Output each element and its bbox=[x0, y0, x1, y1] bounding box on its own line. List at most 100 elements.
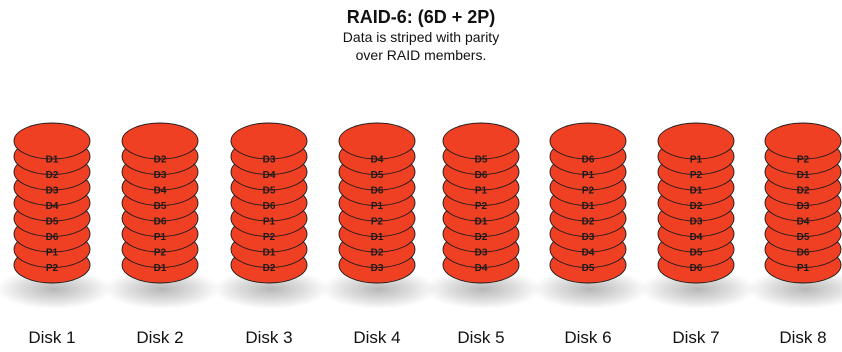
block-label: D3 bbox=[690, 217, 703, 228]
block-label: P2 bbox=[371, 217, 384, 228]
block-label: D1 bbox=[475, 217, 488, 228]
disk-label-1: Disk 1 bbox=[28, 328, 76, 347]
disk-top-cap bbox=[13, 122, 91, 160]
disk-shadow bbox=[532, 269, 648, 309]
block-label: D4 bbox=[797, 217, 810, 228]
block-label: P1 bbox=[46, 248, 59, 259]
block-label: P2 bbox=[690, 170, 703, 181]
subtitle-line-2: over RAID members. bbox=[355, 47, 487, 63]
block-label: D6 bbox=[263, 201, 276, 212]
block-label: D6 bbox=[797, 248, 810, 259]
block-label: P2 bbox=[263, 232, 276, 243]
block-label: D4 bbox=[690, 232, 703, 243]
block-label: P2 bbox=[797, 155, 810, 166]
block-label: D5 bbox=[154, 201, 167, 212]
disk-top-cap bbox=[657, 122, 735, 160]
disk-shadow bbox=[104, 269, 220, 309]
block-label: D6 bbox=[371, 186, 384, 197]
diagram-header: RAID-6: (6D + 2P) Data is striped with p… bbox=[0, 6, 842, 64]
block-label: D6 bbox=[690, 263, 703, 274]
block-label: D1 bbox=[263, 248, 276, 259]
disk-label-8: Disk 8 bbox=[779, 328, 827, 347]
block-label: P2 bbox=[154, 248, 167, 259]
block-label: D1 bbox=[371, 232, 384, 243]
disk-label-7: Disk 7 bbox=[672, 328, 720, 347]
block-label: D2 bbox=[371, 248, 384, 259]
block-label: D5 bbox=[46, 217, 59, 228]
disk-top-cap bbox=[442, 122, 520, 160]
disk-top-cap bbox=[549, 122, 627, 160]
block-label: P2 bbox=[46, 263, 59, 274]
subtitle-line-1: Data is striped with parity bbox=[342, 29, 500, 45]
block-label: D4 bbox=[46, 201, 59, 212]
disk-label-6: Disk 6 bbox=[564, 328, 612, 347]
disk-top-cap bbox=[764, 122, 842, 160]
disk-shadow bbox=[213, 269, 329, 309]
block-label: D5 bbox=[371, 170, 384, 181]
block-label: P1 bbox=[371, 201, 384, 212]
disk-label-4: Disk 4 bbox=[353, 328, 401, 347]
disk-top-cap bbox=[121, 122, 199, 160]
block-label: P1 bbox=[690, 155, 703, 166]
block-label: D5 bbox=[263, 186, 276, 197]
block-label: D4 bbox=[475, 263, 488, 274]
block-label: D4 bbox=[582, 248, 595, 259]
block-label: D1 bbox=[46, 155, 59, 166]
block-label: D4 bbox=[154, 186, 167, 197]
block-label: P2 bbox=[475, 201, 488, 212]
block-label: D1 bbox=[154, 263, 167, 274]
block-label: D2 bbox=[154, 155, 167, 166]
disk-top-cap bbox=[338, 122, 416, 160]
diagram-title: RAID-6: (6D + 2P) bbox=[346, 7, 496, 27]
block-label: D6 bbox=[154, 217, 167, 228]
block-label: D5 bbox=[475, 155, 488, 166]
block-label: P1 bbox=[797, 263, 810, 274]
block-label: D1 bbox=[797, 170, 810, 181]
block-label: D1 bbox=[582, 201, 595, 212]
block-label: P1 bbox=[263, 217, 276, 228]
block-label: D3 bbox=[46, 186, 59, 197]
block-label: D3 bbox=[263, 155, 276, 166]
disk-top-cap bbox=[230, 122, 308, 160]
block-label: D6 bbox=[582, 155, 595, 166]
block-label: D3 bbox=[154, 170, 167, 181]
block-label: D2 bbox=[582, 217, 595, 228]
block-label: D3 bbox=[582, 232, 595, 243]
block-label: D2 bbox=[263, 263, 276, 274]
block-label: D6 bbox=[46, 232, 59, 243]
block-label: D5 bbox=[582, 263, 595, 274]
block-label: D2 bbox=[690, 201, 703, 212]
block-label: D4 bbox=[263, 170, 276, 181]
disk-label-3: Disk 3 bbox=[245, 328, 293, 347]
block-label: D2 bbox=[46, 170, 59, 181]
block-label: D2 bbox=[475, 232, 488, 243]
block-label: D5 bbox=[797, 232, 810, 243]
block-label: D3 bbox=[797, 201, 810, 212]
disk-shadow bbox=[321, 269, 437, 309]
block-label: D3 bbox=[371, 263, 384, 274]
disk-label-5: Disk 5 bbox=[457, 328, 505, 347]
disk-shadow bbox=[425, 269, 541, 309]
block-label: D4 bbox=[371, 155, 384, 166]
diagram-subtitle: Data is striped with parity over RAID me… bbox=[0, 28, 842, 64]
block-label: P2 bbox=[582, 186, 595, 197]
disk-label-2: Disk 2 bbox=[136, 328, 184, 347]
block-label: D6 bbox=[475, 170, 488, 181]
block-label: D1 bbox=[690, 186, 703, 197]
block-label: P1 bbox=[582, 170, 595, 181]
block-label: P1 bbox=[475, 186, 488, 197]
block-label: D2 bbox=[797, 186, 810, 197]
disk-shadow bbox=[640, 269, 756, 309]
block-label: D3 bbox=[475, 248, 488, 259]
block-label: D5 bbox=[690, 248, 703, 259]
block-label: P1 bbox=[154, 232, 167, 243]
